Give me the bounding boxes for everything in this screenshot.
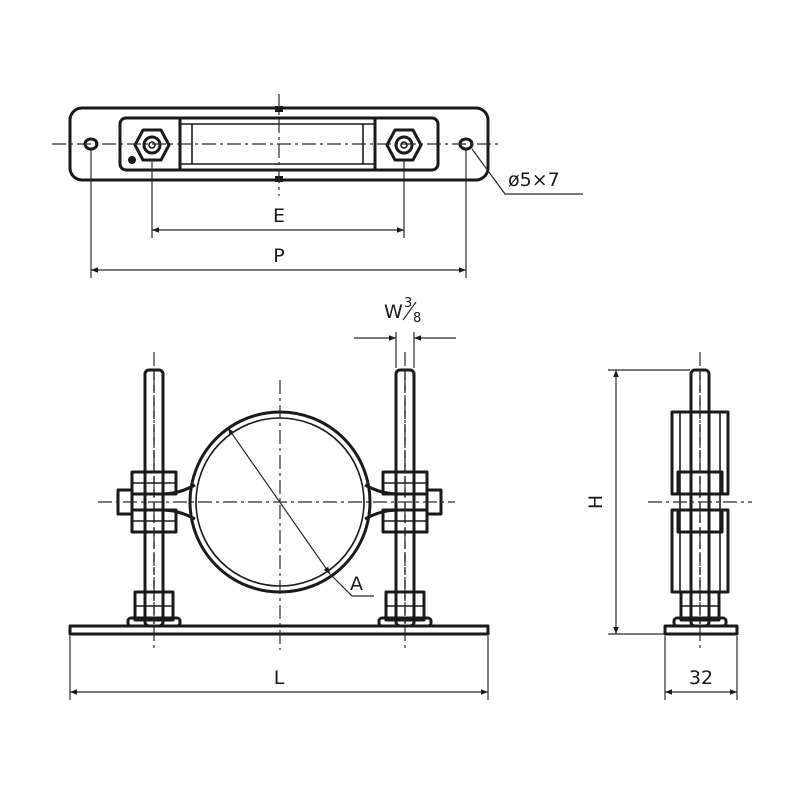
a-dimension-line <box>227 427 331 575</box>
hole-size-label: ø5×7 <box>508 169 560 191</box>
hex-nut-left <box>133 128 171 162</box>
svg-text:3: 3 <box>404 296 412 311</box>
svg-text:8: 8 <box>413 311 421 326</box>
threaded-rod-left <box>116 368 182 628</box>
hole-leader-line <box>471 148 583 195</box>
side-bottom-washer <box>672 616 728 628</box>
threaded-rod-right <box>377 368 443 628</box>
l-label: L <box>274 667 285 689</box>
side-view: H 32 <box>585 352 752 700</box>
top-view: E P ø5×7 <box>52 94 583 278</box>
hex-nut-right <box>385 128 423 162</box>
a-label: A <box>350 573 363 595</box>
rivet-left <box>128 156 136 164</box>
svg-text:W: W <box>384 301 403 323</box>
front-view: A W 3 8 L <box>68 296 490 700</box>
p-label: P <box>273 245 284 267</box>
a-leader-line <box>329 573 374 597</box>
e-label: E <box>273 205 285 227</box>
width-32-label: 32 <box>689 667 713 689</box>
top-center-mark <box>275 106 283 112</box>
h-label: H <box>585 495 607 509</box>
thread-size-label: W 3 8 <box>384 296 421 326</box>
front-base-plate <box>68 624 490 636</box>
